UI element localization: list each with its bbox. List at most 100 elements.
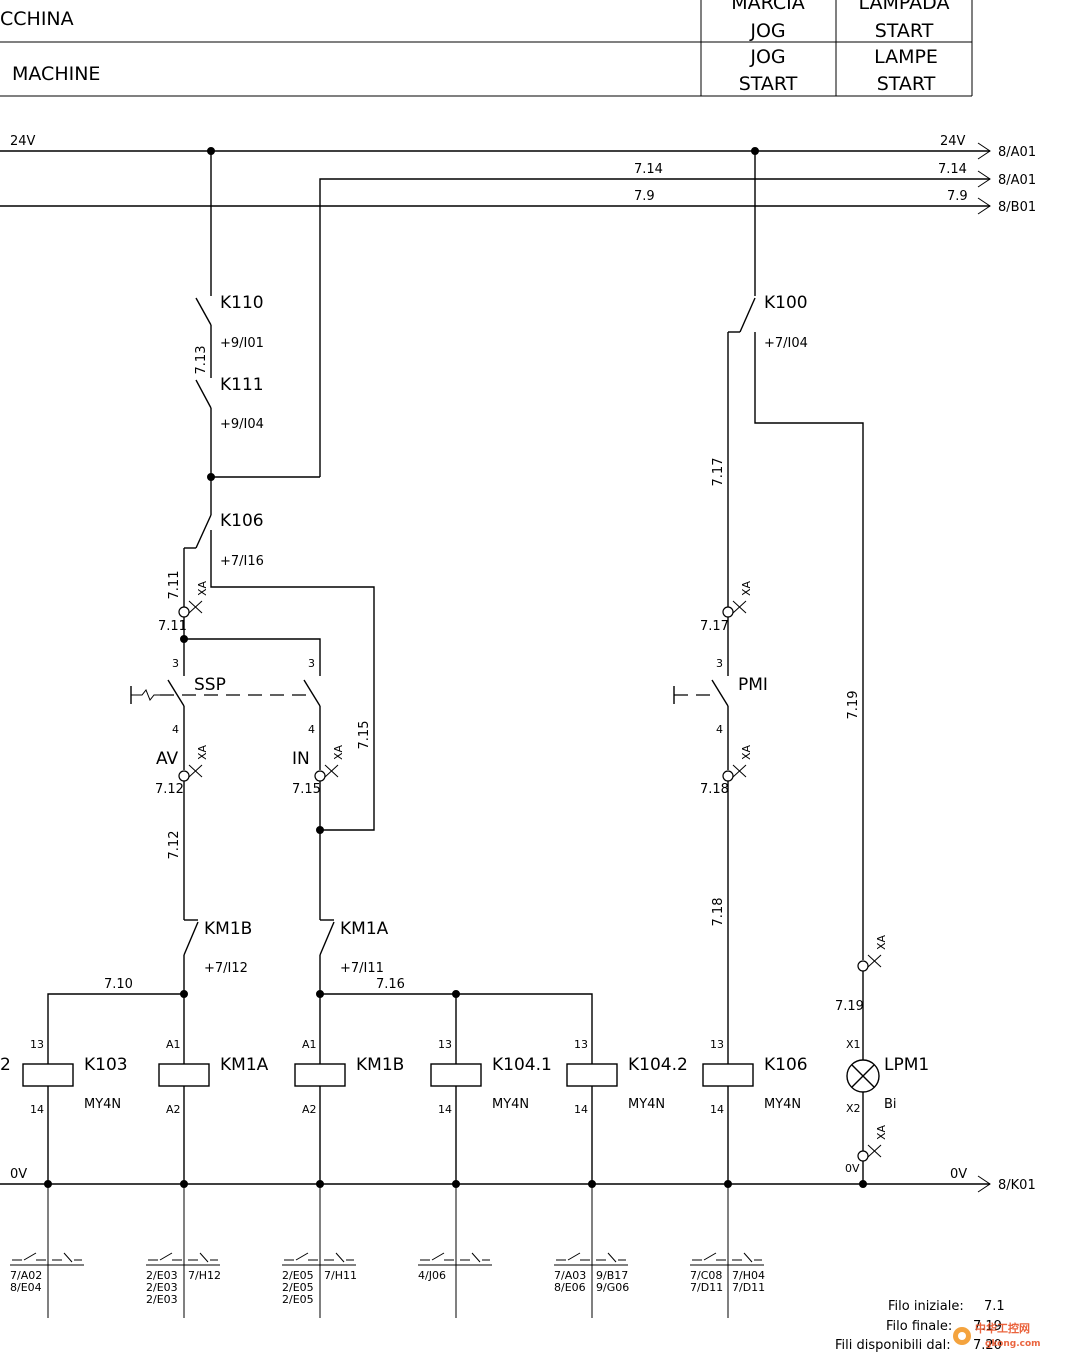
coil-bottom-terminal: 14: [710, 1103, 724, 1116]
coil-symbol: [22, 1063, 74, 1087]
k111-label: K111: [220, 375, 264, 395]
wire-716: 7.16: [376, 977, 405, 992]
xa-715: XA: [332, 744, 345, 760]
title-c1r1-l2: JOG: [749, 20, 785, 42]
coil-symbol: [158, 1063, 210, 1087]
ssp-terminal-4a: 4: [172, 723, 179, 736]
crossref-left-ref: 7/D11: [690, 1281, 723, 1294]
rail-79-mid: 7.9: [634, 189, 655, 204]
pmi-terminal-4: 4: [716, 723, 723, 736]
title-row2: MACHINE: [12, 63, 100, 85]
rail-24v-left: 24V: [10, 134, 36, 149]
xa-717: XA: [740, 580, 753, 596]
coil-name: K104.2: [628, 1055, 688, 1075]
ssp-terminal-3b: 3: [308, 657, 315, 670]
wire-713: 7.13: [194, 346, 209, 375]
crossref-right-ref: 9/G06: [596, 1281, 629, 1294]
crossref-left-ref: 8/E06: [554, 1281, 586, 1294]
title-c2r1-l1: LAMPADA: [859, 0, 950, 14]
crossref-left-ref: 2/E05: [282, 1269, 314, 1282]
km1b-contact-ref: +7/I12: [204, 961, 248, 976]
crossref-right-ref: 7/H12: [188, 1269, 221, 1282]
coil-top-terminal: A1: [302, 1038, 317, 1051]
crossref-right-ref: 9/B17: [596, 1269, 628, 1282]
coil-type: MY4N: [628, 1097, 665, 1112]
coil-type: MY4N: [492, 1097, 529, 1112]
pmi-terminal-3: 3: [716, 657, 723, 670]
km1a-contact-label: KM1A: [340, 919, 389, 939]
wire-718b: 7.18: [700, 782, 729, 797]
coil-name: K106: [764, 1055, 808, 1075]
rail-714-mid: 7.14: [634, 162, 663, 177]
rail-0v-right: 0V: [950, 1167, 967, 1182]
footer-final-value: 7.19: [973, 1319, 1002, 1334]
coil-bottom-terminal: 14: [30, 1103, 44, 1116]
footer-info: Filo iniziale: 7.1 Filo finale: 7.19 Fil…: [835, 1299, 1005, 1353]
coil-top-terminal: A1: [166, 1038, 181, 1051]
coil-symbol: [566, 1063, 618, 1087]
rail-714-right: 7.14: [938, 162, 967, 177]
coil-top-terminal: 13: [710, 1038, 724, 1051]
ssp-section: XA 7.11 7.11 3 3 SSP 4 4 AV XA 7.12 IN X…: [130, 571, 372, 797]
rail-714-ref: 8/A01: [998, 173, 1036, 188]
title-c2r2-l1: LAMPE: [874, 46, 938, 68]
lamp-color: Bi: [884, 1097, 897, 1112]
coil-top-terminal: 13: [438, 1038, 452, 1051]
ssp-label: SSP: [194, 675, 226, 695]
crossref-left-ref: 2/E03: [146, 1281, 178, 1294]
rail-79-right: 7.9: [947, 189, 968, 204]
footer-initial-label: Filo iniziale:: [888, 1299, 964, 1314]
crossref-left-ref: 4/J06: [418, 1269, 446, 1282]
wire-711b: 7.11: [158, 619, 187, 634]
wire-718a: 7.18: [711, 898, 726, 927]
crossref-right-ref: 7/H04: [732, 1269, 765, 1282]
lamp-x2: X2: [846, 1102, 861, 1115]
xa-712: XA: [196, 744, 209, 760]
interlock-section: 7.12 KM1B +7/I12 KM1A +7/I11 7.10 7.16: [47, 781, 593, 1184]
crossref-left-ref: 7/C08: [690, 1269, 722, 1282]
coil-top-terminal: 13: [30, 1038, 44, 1051]
k106-contact-ref: +7/I16: [220, 554, 264, 569]
coil-symbol: [702, 1063, 754, 1087]
title-row1: CCHINA: [0, 8, 74, 30]
coil-symbol: [294, 1063, 346, 1087]
lamp-name: LPM1: [884, 1055, 929, 1075]
coil-top-terminal: 13: [574, 1038, 588, 1051]
supply-rails: 24V 24V 8/A01 7.14 7.14 8/A01 7.9 7.9 8/…: [0, 134, 1036, 1193]
crossref-left-ref: 8/E04: [10, 1281, 42, 1294]
in-label: IN: [292, 749, 310, 769]
watermark-text: 中华工控网: [975, 1321, 1030, 1335]
footer-available-value: 7.20: [973, 1338, 1002, 1353]
coil-name: KM1B: [356, 1055, 404, 1075]
wire-719a: 7.19: [846, 691, 861, 720]
footer-final-label: Filo finale:: [886, 1319, 952, 1334]
wire-712b: 7.12: [155, 782, 184, 797]
wire-711a: 7.11: [167, 571, 182, 600]
watermark-url: gkong.com: [985, 1339, 1041, 1349]
crossref-right-ref: 7/D11: [732, 1281, 765, 1294]
title-c1r1-l1: MARCIA: [731, 0, 805, 14]
coil-bottom-terminal: 14: [438, 1103, 452, 1116]
coil-type: MY4N: [764, 1097, 801, 1112]
km1b-contact-label: KM1B: [204, 919, 252, 939]
rail-79-ref: 8/B01: [998, 200, 1036, 215]
ssp-terminal-4b: 4: [308, 723, 315, 736]
coil-name: K103: [84, 1055, 128, 1075]
title-c1r2-l1: JOG: [749, 46, 785, 68]
crossref-left-ref: 2/E05: [282, 1293, 314, 1306]
wire-715b: 7.15: [292, 782, 321, 797]
lamp-x1: X1: [846, 1038, 861, 1051]
k110-label: K110: [220, 293, 264, 313]
crossref-left-ref: 2/E03: [146, 1293, 178, 1306]
coil-bottom-terminal: A2: [166, 1103, 181, 1116]
k110-ref: +9/I01: [220, 336, 264, 351]
coil-bottom-terminal: A2: [302, 1103, 317, 1116]
